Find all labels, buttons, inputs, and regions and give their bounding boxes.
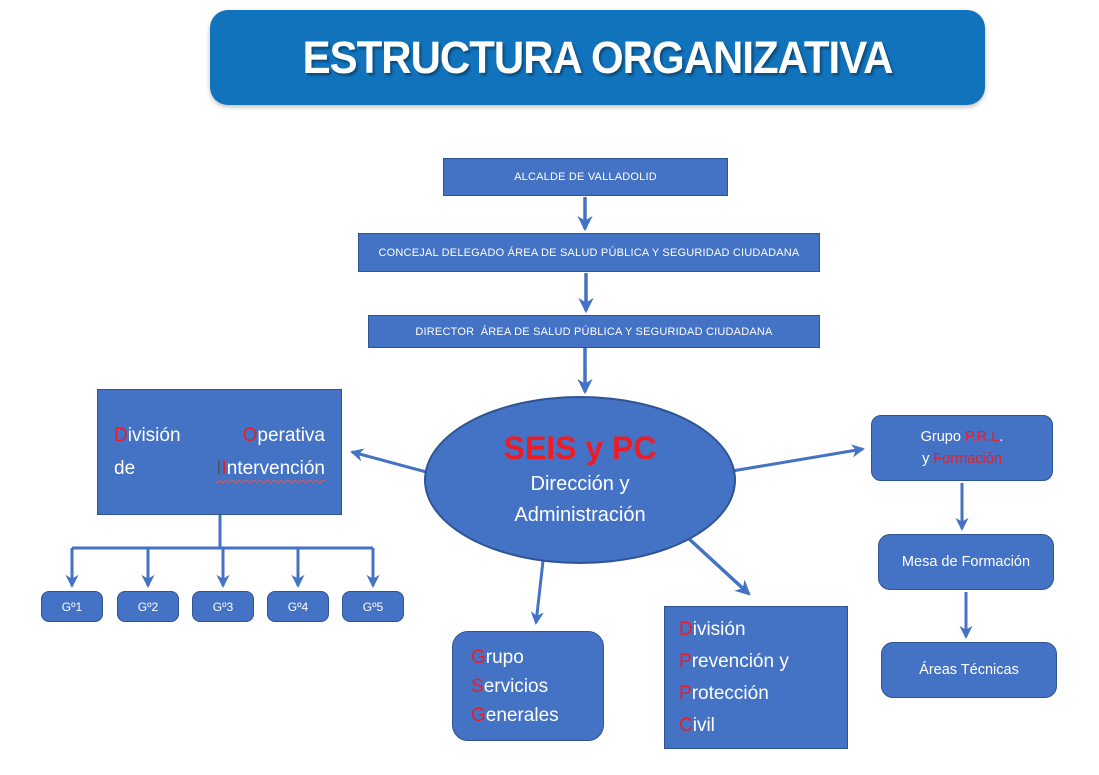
seis-pc-subtitle: Dirección y Administración xyxy=(514,472,646,526)
arrow-seis-to-grupo-prl xyxy=(731,444,865,473)
node-director-label: DIRECTOR ÁREA DE SALUD PÚBLICA Y SEGURID… xyxy=(415,325,773,338)
node-areas-tecnicas: Áreas Técnicas xyxy=(881,642,1057,698)
node-division-prevencion: División Prevención y Protección Civil xyxy=(664,606,848,749)
grupo-prl-line1: Grupo P.R.L. xyxy=(920,429,1004,445)
arrow-seis-to-grupo-servicios xyxy=(530,560,545,625)
node-concejal: CONCEJAL DELEGADO ÁREA DE SALUD PÚBLICA … xyxy=(358,233,820,272)
node-grupo-5: Gº5 xyxy=(342,591,404,622)
division-operativa-word-division: División xyxy=(114,425,181,446)
dppc-line-division: División xyxy=(679,618,746,640)
node-concejal-label: CONCEJAL DELEGADO ÁREA DE SALUD PÚBLICA … xyxy=(378,246,800,259)
division-operativa-word-de: de xyxy=(114,458,136,479)
division-operativa-word-operativa: Operativa xyxy=(242,425,325,446)
arrow-seis-to-division-prevencion xyxy=(685,535,751,596)
tree-connector-division-operativa xyxy=(72,515,373,550)
node-director: DIRECTOR ÁREA DE SALUD PÚBLICA Y SEGURID… xyxy=(368,315,820,348)
division-operativa-word-intervencion: IIntervención xyxy=(216,458,325,479)
gsg-line-generales: Generales xyxy=(471,704,559,726)
mesa-formacion-label: Mesa de Formación xyxy=(901,554,1031,570)
dppc-line-prevencion: Prevención y xyxy=(679,650,789,672)
node-grupo-2: Gº2 xyxy=(117,591,179,622)
gsg-line-grupo: Grupo xyxy=(471,646,524,668)
dppc-line-civil: Civil xyxy=(679,714,715,736)
node-alcalde: ALCALDE DE VALLADOLID xyxy=(443,158,728,196)
grupo-prl-line2: y Formación xyxy=(922,451,1002,467)
node-alcalde-label: ALCALDE DE VALLADOLID xyxy=(514,171,657,183)
grupo-5-label: Gº5 xyxy=(362,599,384,614)
dppc-line-proteccion: Protección xyxy=(679,682,769,704)
title-banner: ESTRUCTURA ORGANIZATIVA xyxy=(210,10,985,105)
node-mesa-formacion: Mesa de Formación xyxy=(878,534,1054,590)
areas-tecnicas-label: Áreas Técnicas xyxy=(919,662,1019,678)
node-grupo-4: Gº4 xyxy=(267,591,329,622)
node-grupo-prl: Grupo P.R.L. y Formación xyxy=(871,415,1053,481)
node-division-operativa: División Operativa de IIntervención xyxy=(97,389,342,515)
division-operativa-line2: de IIntervención xyxy=(114,452,325,485)
page-title: ESTRUCTURA ORGANIZATIVA xyxy=(302,31,894,83)
node-seis-pc: SEIS y PC Dirección y Administración xyxy=(424,396,736,564)
gsg-line-servicios: Servicios xyxy=(471,675,549,697)
node-grupo-3: Gº3 xyxy=(192,591,254,622)
grupo-1-label: Gº1 xyxy=(61,599,83,614)
node-grupo-1: Gº1 xyxy=(41,591,103,622)
division-operativa-line1: División Operativa xyxy=(114,419,325,452)
grupo-3-label: Gº3 xyxy=(212,599,234,614)
grupo-2-label: Gº2 xyxy=(137,599,159,614)
node-grupo-servicios-generales: Grupo Servicios Generales xyxy=(452,631,604,741)
grupo-4-label: Gº4 xyxy=(287,599,309,614)
seis-pc-title: SEIS y PC xyxy=(503,429,657,466)
